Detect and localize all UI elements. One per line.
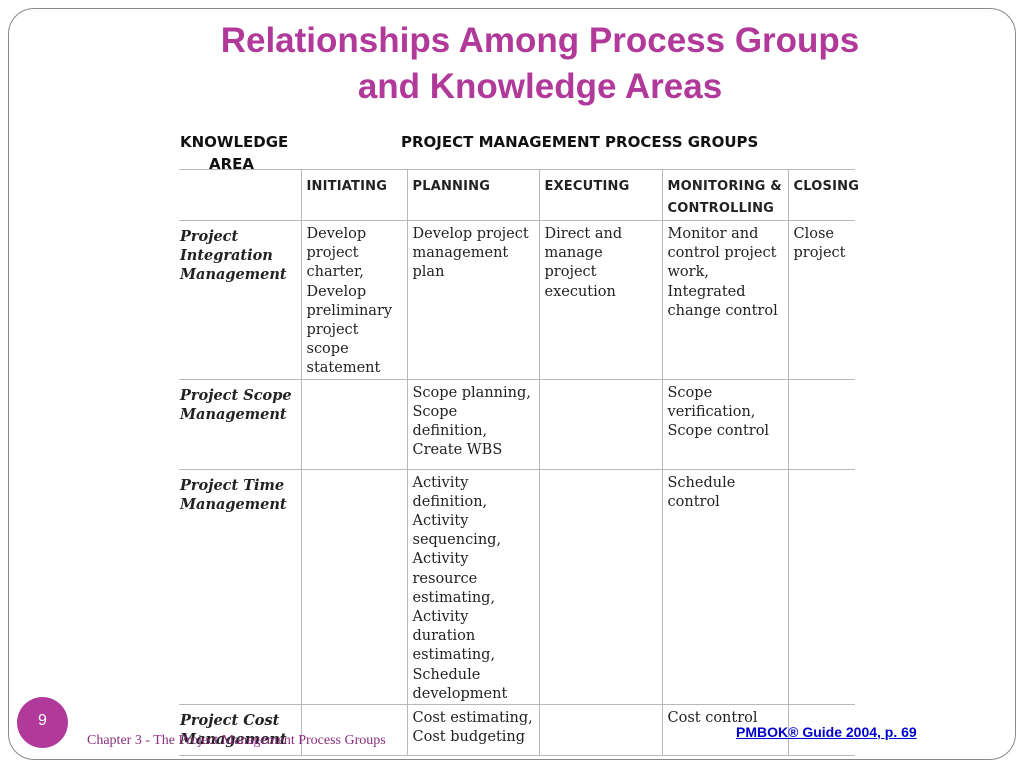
column-header-row: INITIATING PLANNING EXECUTING MONITORING… <box>179 169 859 221</box>
column-header-initiating: INITIATING <box>300 169 407 221</box>
table-cell: Cost estimating, Cost budgeting <box>406 704 539 756</box>
column-header-monitoring-controlling: MONITORING & CONTROLLING <box>661 169 788 221</box>
footer-source-link[interactable]: PMBOK® Guide 2004, p. 69 <box>736 724 917 740</box>
table-cell: Activity definition, Activity sequencing… <box>406 469 539 705</box>
table-row: Project Time Management Activity definit… <box>179 469 855 705</box>
table-cell: Cost control <box>661 704 788 756</box>
table-cell <box>300 704 407 756</box>
table-cell: Schedule control <box>661 469 788 705</box>
table-cell <box>538 704 662 756</box>
table-cell: Monitor and control project work, Integr… <box>661 220 788 380</box>
knowledge-area-header-line2: AREA <box>209 155 255 173</box>
process-knowledge-table: INITIATING PLANNING EXECUTING MONITORING… <box>179 169 859 756</box>
table-cell <box>300 469 407 705</box>
table-cell <box>787 379 855 470</box>
slide-title: Relationships Among Process Groups and K… <box>150 18 930 110</box>
row-label-time: Project Time Management <box>180 476 287 513</box>
row-label-scope: Project Scope Management <box>180 386 292 423</box>
table-cell: Scope planning, Scope definition, Create… <box>406 379 539 470</box>
table-cell: Direct and manage project execution <box>538 220 662 380</box>
table-row: Project Integration Management Develop p… <box>179 220 855 380</box>
column-header-executing: EXECUTING <box>538 169 662 221</box>
table-row: Project Scope Management Scope planning,… <box>179 379 855 470</box>
column-header-planning: PLANNING <box>406 169 539 221</box>
table-cell: Develop project charter, Develop prelimi… <box>300 220 407 380</box>
table-cell <box>787 704 855 756</box>
row-label-integration: Project Integration Management <box>180 228 287 284</box>
table-cell: Develop project management plan <box>406 220 539 380</box>
slide-title-line1: Relationships Among Process Groups <box>220 21 860 60</box>
row-label-cost: Project Cost Management <box>180 712 287 749</box>
column-header-blank <box>179 170 301 221</box>
table-cell <box>538 469 662 705</box>
table-cell <box>787 469 855 705</box>
footer-chapter-text: Chapter 3 - The Project Management Proce… <box>87 733 386 748</box>
slide-frame <box>8 8 1016 760</box>
table-cell <box>538 379 662 470</box>
column-header-closing: CLOSING <box>787 169 859 221</box>
page-number-badge: 9 <box>17 697 68 748</box>
table-cell <box>300 379 407 470</box>
table-row: Project Cost Management Cost estimating,… <box>179 704 855 756</box>
knowledge-area-header-line1: KNOWLEDGE <box>180 133 289 151</box>
slide-title-line2: and Knowledge Areas <box>357 67 723 106</box>
table-cell: Scope verification, Scope control <box>661 379 788 470</box>
table-cell: Close project <box>787 220 855 380</box>
process-groups-header: PROJECT MANAGEMENT PROCESS GROUPS <box>401 133 759 151</box>
knowledge-area-header: KNOWLEDGE AREA <box>180 131 300 175</box>
